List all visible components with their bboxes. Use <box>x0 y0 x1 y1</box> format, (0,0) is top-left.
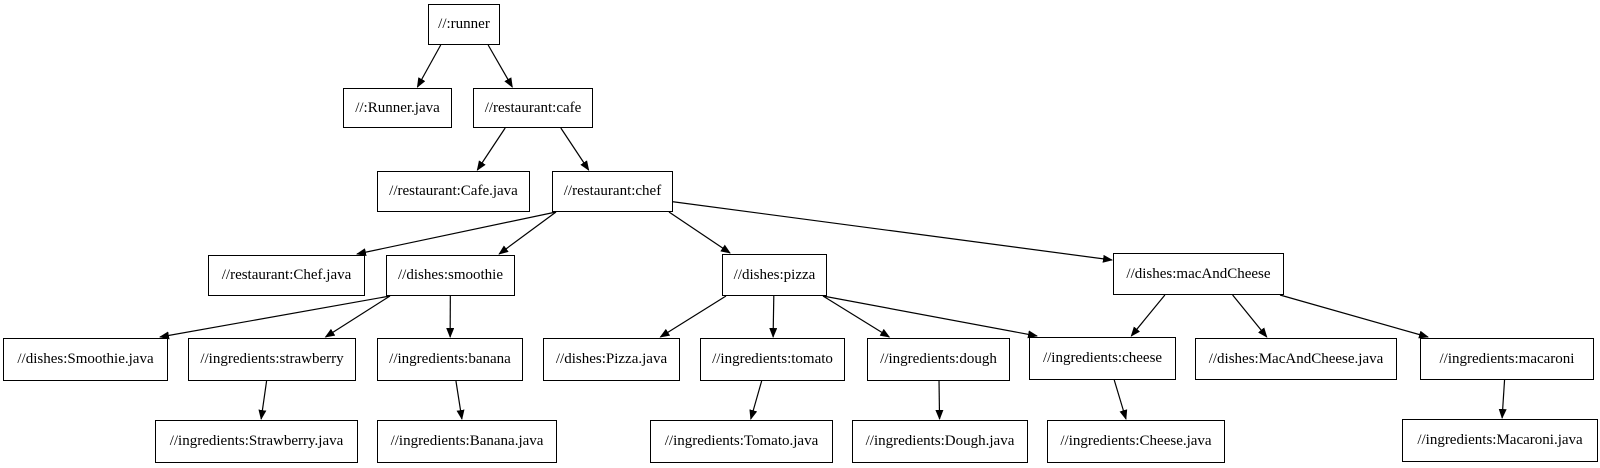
graph-node-macandcheese: //dishes:macAndCheese <box>1113 253 1284 295</box>
graph-node-pizza_java: //dishes:Pizza.java <box>543 338 680 381</box>
edge-tomato-to-tomato_java <box>749 380 763 420</box>
edge-chef-to-pizza <box>668 211 731 254</box>
edge-smoothie-to-smoothie_java <box>159 295 391 340</box>
graph-node-banana_java: //ingredients:Banana.java <box>377 420 557 463</box>
edge-pizza-to-dough <box>822 295 891 338</box>
graph-node-smoothie_java: //dishes:Smoothie.java <box>3 338 168 381</box>
edge-cheese-to-cheese_java <box>1113 379 1128 420</box>
edge-dough-to-dough_java <box>935 380 944 420</box>
graph-node-macaroni: //ingredients:macaroni <box>1420 338 1594 380</box>
edge-macandcheese-to-macaroni <box>1279 294 1429 339</box>
edge-cafe-to-cafe_java <box>476 127 506 171</box>
edge-chef-to-chef_java <box>356 211 557 257</box>
edge-runner-to-cafe <box>487 44 513 88</box>
edge-banana-to-banana_java <box>455 380 465 420</box>
graph-node-dough_java: //ingredients:Dough.java <box>852 420 1028 463</box>
graph-node-tomato_java: //ingredients:Tomato.java <box>650 420 833 463</box>
edge-macandcheese-to-macandcheese_java <box>1232 294 1268 338</box>
graph-node-macandcheese_java: //dishes:MacAndCheese.java <box>1195 338 1397 380</box>
graph-node-strawberry_java: //ingredients:Strawberry.java <box>155 420 358 463</box>
graph-node-pizza: //dishes:pizza <box>722 254 827 296</box>
graph-node-banana: //ingredients:banana <box>377 338 523 381</box>
graph-node-cafe_java: //restaurant:Cafe.java <box>377 171 530 212</box>
graph-node-macaroni_java: //ingredients:Macaroni.java <box>1402 419 1598 462</box>
edge-macaroni-to-macaroni_java <box>1498 379 1507 419</box>
graph-node-smoothie: //dishes:smoothie <box>386 255 515 296</box>
edge-pizza-to-cheese <box>822 295 1038 339</box>
graph-node-runner: //:runner <box>428 4 500 45</box>
graph-node-chef: //restaurant:chef <box>552 171 673 212</box>
edge-smoothie-to-strawberry <box>324 295 391 338</box>
graph-node-tomato: //ingredients:tomato <box>700 338 845 381</box>
edge-chef-to-smoothie <box>498 211 557 255</box>
graph-node-cheese: //ingredients:cheese <box>1029 337 1176 380</box>
graph-node-chef_java: //restaurant:Chef.java <box>208 255 365 296</box>
edge-chef-to-macandcheese <box>672 201 1113 263</box>
edge-cafe-to-chef <box>560 127 590 171</box>
graph-node-cafe: //restaurant:cafe <box>473 88 593 128</box>
graph-node-runner_java: //:Runner.java <box>343 88 452 128</box>
edge-macandcheese-to-cheese <box>1130 294 1166 337</box>
edge-pizza-to-tomato <box>769 295 778 338</box>
edge-pizza-to-pizza_java <box>659 295 727 338</box>
graph-node-cheese_java: //ingredients:Cheese.java <box>1047 420 1225 463</box>
edge-strawberry-to-strawberry_java <box>258 380 268 420</box>
edge-runner-to-runner_java <box>416 44 442 88</box>
graph-node-dough: //ingredients:dough <box>867 338 1010 381</box>
graph-node-strawberry: //ingredients:strawberry <box>188 338 356 381</box>
